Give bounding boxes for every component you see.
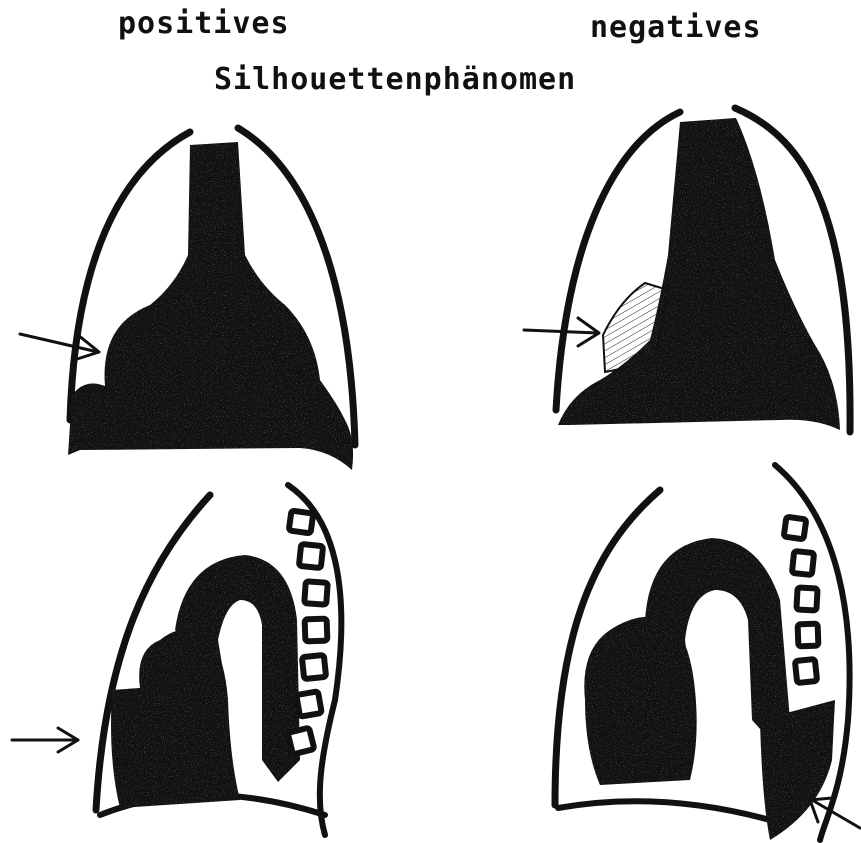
vertebral-column xyxy=(784,517,819,683)
vertebra xyxy=(784,517,807,540)
vertebra xyxy=(288,728,315,755)
diaphragm-line xyxy=(558,801,770,820)
frontal-negative-panel xyxy=(524,108,850,432)
mediastinum-speckle xyxy=(68,142,353,470)
vertebra xyxy=(296,691,321,716)
vertebra xyxy=(299,544,323,568)
heart-speckle xyxy=(111,629,240,808)
lateral-positive-panel xyxy=(12,485,341,835)
pointer-arrow xyxy=(20,334,99,360)
frontal-positive-panel xyxy=(20,128,355,470)
vertebra xyxy=(798,624,819,647)
lateral-negative-panel xyxy=(555,465,860,840)
vertebra xyxy=(795,659,817,683)
vertebra xyxy=(304,581,327,604)
vertebra xyxy=(792,551,814,575)
vertebra xyxy=(302,655,326,679)
vertebra xyxy=(305,619,328,642)
pointer-arrow xyxy=(12,728,78,752)
mediastinum-speckle xyxy=(558,118,840,430)
vertebra xyxy=(796,587,817,610)
vertebra xyxy=(289,511,314,534)
